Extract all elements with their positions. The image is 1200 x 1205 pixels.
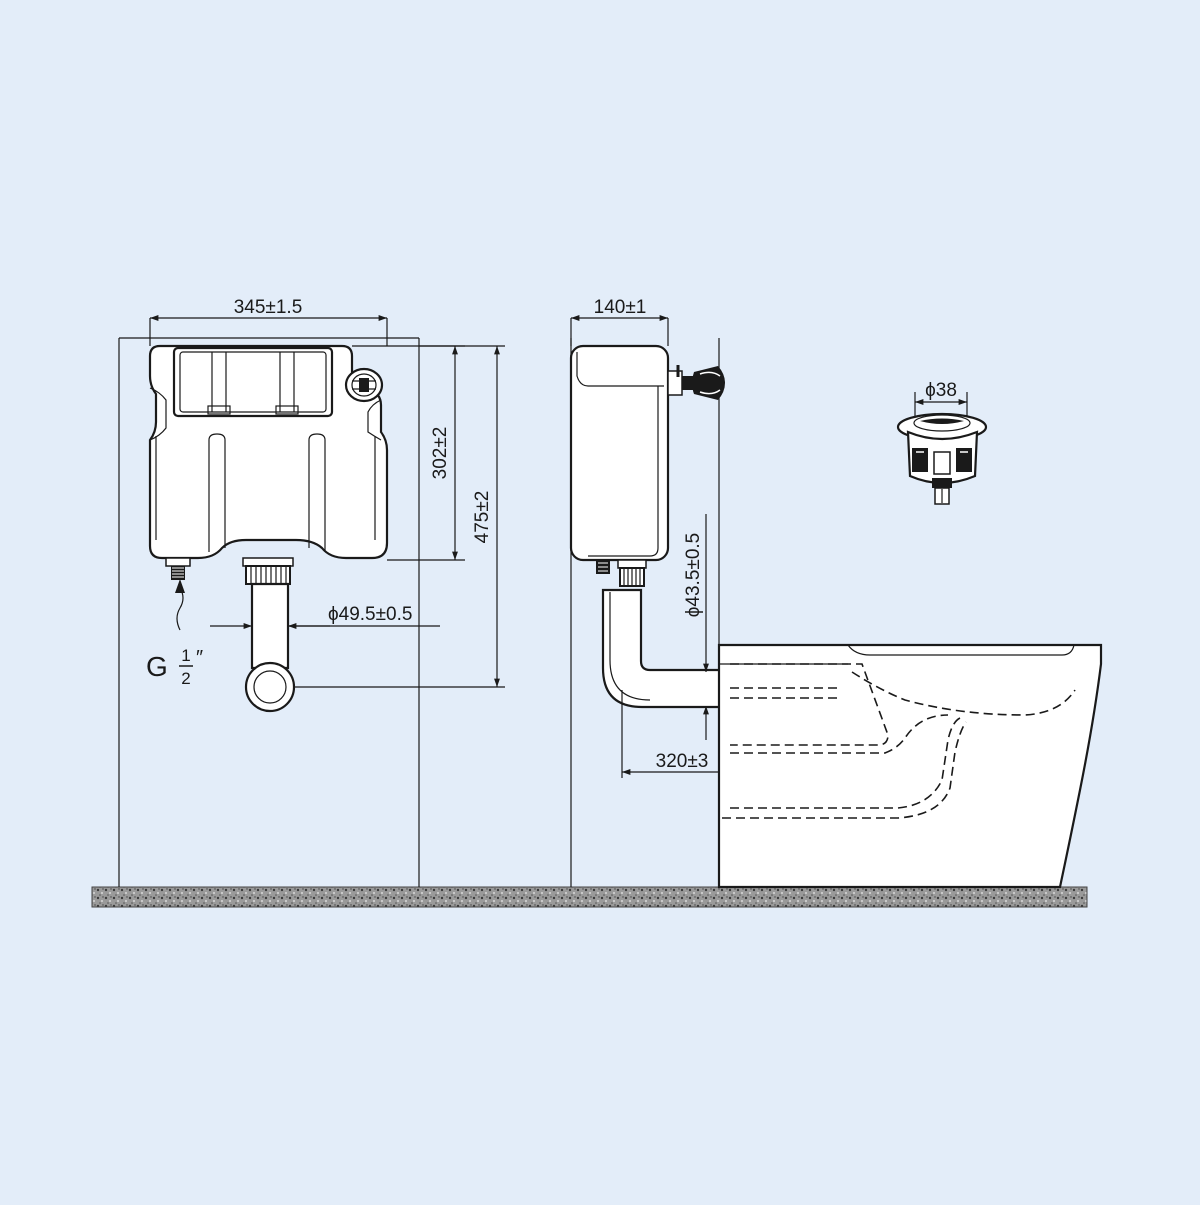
wall-hung-toilet <box>717 643 1103 889</box>
depth-dimension-label: 140±1 <box>594 297 647 318</box>
inlet-inch-mark: ″ <box>196 647 203 669</box>
inlet-connector <box>165 557 191 631</box>
inlet-thread-label: G <box>146 651 168 682</box>
inlet-valve-side <box>667 365 725 400</box>
inner-height-dimension-label: 302±2 <box>430 427 451 480</box>
flush-button: ϕ38 <box>896 380 988 505</box>
width-dimension-label: 345±1.5 <box>234 297 303 318</box>
total-height-dimension-label: 475±2 <box>472 491 493 544</box>
inlet-fraction-numerator: 1 <box>181 646 190 665</box>
flush-pipe <box>601 588 732 709</box>
side-view: 140±1 ϕ43.5±0.5 320±3 <box>569 297 1103 889</box>
front-view: 345±1.5 302±2 475±2 ϕ49.5±0.5 G 1 2 ″ <box>118 297 505 887</box>
pipe-diameter-dimension-label: ϕ43.5±0.5 <box>683 533 704 617</box>
floor <box>91 886 1088 908</box>
button-diameter-dimension-label: ϕ38 <box>925 380 957 401</box>
inlet-fraction-denominator: 2 <box>181 669 190 688</box>
outlet-pipe-front <box>242 557 296 713</box>
pipe-length-dimension-label: 320±3 <box>656 751 709 772</box>
cistern-side-body <box>569 344 670 562</box>
adjustment-knob <box>344 367 384 403</box>
outlet-diameter-dimension-label: ϕ49.5±0.5 <box>328 604 412 625</box>
